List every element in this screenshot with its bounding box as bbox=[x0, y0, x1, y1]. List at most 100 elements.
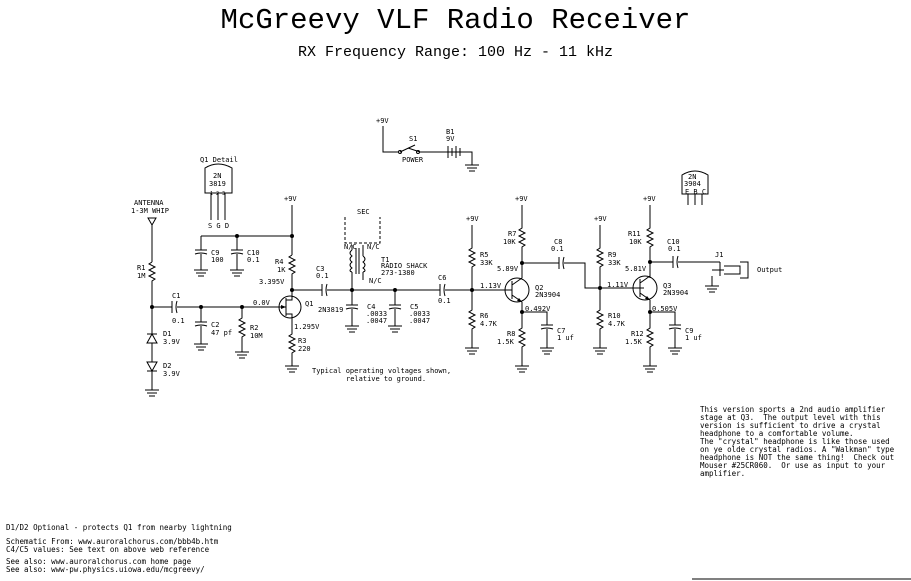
c10-bypass-label: C10 bbox=[247, 249, 260, 257]
t1-maker: RADIO SHACK bbox=[381, 262, 428, 270]
r9-label: R9 bbox=[608, 251, 616, 259]
c6-value: 0.1 bbox=[438, 297, 451, 305]
resistor-r2 bbox=[235, 307, 249, 359]
resistor-r4 bbox=[287, 254, 297, 295]
r5-supply-label: +9V bbox=[466, 215, 479, 223]
r7-value: 10K bbox=[503, 238, 516, 246]
q2-label: Q2 bbox=[535, 284, 543, 292]
output-jack-j1 bbox=[705, 261, 749, 293]
capacitor-c6 bbox=[439, 283, 507, 297]
c9-bypass-value: 100 bbox=[211, 256, 224, 264]
r5-value: 33K bbox=[480, 259, 493, 267]
q3-part: 2N3904 bbox=[663, 289, 688, 297]
r2-value: 10M bbox=[250, 332, 263, 340]
capacitor-c8 bbox=[558, 256, 565, 270]
r6-value: 4.7K bbox=[480, 320, 498, 328]
crystal-headphone-note: The "crystal" headphone is like those us… bbox=[700, 437, 895, 478]
typical-voltages-note: Typical operating voltages shown, bbox=[312, 367, 451, 375]
resistor-r11 bbox=[645, 205, 655, 278]
r2-label: R2 bbox=[250, 324, 258, 332]
r6-label: R6 bbox=[480, 312, 488, 320]
capacitor-c4 bbox=[345, 290, 359, 333]
c5-label: C5 bbox=[410, 303, 418, 311]
r12-value: 1.5K bbox=[625, 338, 643, 346]
capacitor-c2 bbox=[194, 307, 208, 351]
capacitor-c1 bbox=[171, 300, 178, 314]
r9-supply-label: +9V bbox=[594, 215, 607, 223]
diode-d2 bbox=[146, 361, 158, 390]
c5-value-a: .0033 bbox=[409, 310, 430, 318]
q3-detail-part-a: 2N bbox=[688, 173, 696, 181]
q2-base-voltage: 1.13V bbox=[480, 282, 502, 290]
c3-label: C3 bbox=[316, 265, 324, 273]
q2-emitter-voltage: 0.492V bbox=[525, 305, 551, 313]
c4-value-a: .0033 bbox=[366, 310, 387, 318]
t1-label: T1 bbox=[381, 256, 389, 264]
c6-label: C6 bbox=[438, 274, 446, 282]
transistor-q2 bbox=[504, 277, 530, 303]
d1-label: D1 bbox=[163, 330, 171, 338]
q1-detail-part-a: 2N bbox=[213, 172, 221, 180]
antenna-symbol bbox=[147, 217, 157, 262]
q3-stage-note: This version sports a 2nd audio amplifie… bbox=[700, 405, 886, 438]
c8-value: 0.1 bbox=[551, 245, 564, 253]
resistor-r5 bbox=[467, 225, 477, 348]
q2-collector-voltage: 5.89V bbox=[497, 265, 519, 273]
capacitor-c9-emitter bbox=[668, 324, 682, 355]
q1-detail-pins: S G D bbox=[208, 222, 229, 230]
c3-value: 0.1 bbox=[316, 272, 329, 280]
b1-value: 9V bbox=[446, 135, 455, 143]
lightning-note: D1/D2 Optional - protects Q1 from nearby… bbox=[6, 523, 232, 532]
r1-value: 1M bbox=[137, 272, 145, 280]
transistor-q1 bbox=[271, 295, 302, 322]
q3-detail-pins: E B C bbox=[685, 188, 706, 196]
power-supply-label: +9V bbox=[376, 117, 389, 125]
c4-value-b: .0047 bbox=[366, 317, 387, 325]
q1-supply-label: +9V bbox=[284, 195, 297, 203]
battery-b1 bbox=[447, 146, 461, 158]
q1-part: 2N3819 bbox=[318, 306, 343, 314]
c9-emitter-value: 1 uf bbox=[685, 334, 702, 342]
r8-value: 1.5K bbox=[497, 338, 515, 346]
r12-label: R12 bbox=[631, 330, 644, 338]
q3-detail-part-b: 3904 bbox=[684, 180, 701, 188]
r3-value: 220 bbox=[298, 345, 311, 353]
c7-label: C7 bbox=[557, 327, 565, 335]
resistor-r7 bbox=[517, 205, 527, 278]
r1-label: R1 bbox=[137, 264, 145, 272]
see-also-note: See also: www.auroralchorus.com home pag… bbox=[6, 557, 205, 574]
t1-nc-bottom: N/C bbox=[369, 277, 382, 285]
c2-value: 47 pf bbox=[211, 329, 232, 337]
resistor-r3 bbox=[285, 322, 299, 373]
c1-label: C1 bbox=[172, 292, 180, 300]
q1-package-icon bbox=[204, 163, 233, 220]
antenna-length-label: 1-3M WHIP bbox=[131, 207, 169, 215]
r7-supply-label: +9V bbox=[515, 195, 528, 203]
c4-label: C4 bbox=[367, 303, 375, 311]
relative-ground-note: relative to ground. bbox=[346, 375, 426, 383]
t1-sec-label: SEC bbox=[357, 208, 370, 216]
s1-power-label: POWER bbox=[402, 156, 424, 164]
r4-value: 1K bbox=[277, 266, 286, 274]
q3-collector-voltage: 5.81V bbox=[625, 265, 647, 273]
d2-value: 3.9V bbox=[163, 370, 181, 378]
r7-label: R7 bbox=[508, 230, 516, 238]
page-subtitle: RX Frequency Range: 100 Hz - 11 kHz bbox=[297, 44, 614, 61]
q1-drain-voltage: 3.395V bbox=[259, 278, 285, 286]
r11-label: R11 bbox=[628, 230, 641, 238]
q3-package-icon bbox=[681, 170, 709, 205]
d2-label: D2 bbox=[163, 362, 171, 370]
q3-emitter-voltage: 0.505V bbox=[652, 305, 678, 313]
r10-value: 4.7K bbox=[608, 320, 626, 328]
t1-part: 273-1380 bbox=[381, 269, 415, 277]
resistor-r1 bbox=[147, 261, 157, 307]
c9-emitter-label: C9 bbox=[685, 327, 693, 335]
diode-d1 bbox=[146, 307, 158, 362]
transistor-q3 bbox=[632, 275, 658, 301]
capacitor-c5 bbox=[388, 290, 402, 333]
t1-nc-right: N/C bbox=[367, 243, 380, 251]
q1-detail-part-b: 3819 bbox=[209, 180, 226, 188]
r10-label: R10 bbox=[608, 312, 621, 320]
r11-value: 10K bbox=[629, 238, 642, 246]
